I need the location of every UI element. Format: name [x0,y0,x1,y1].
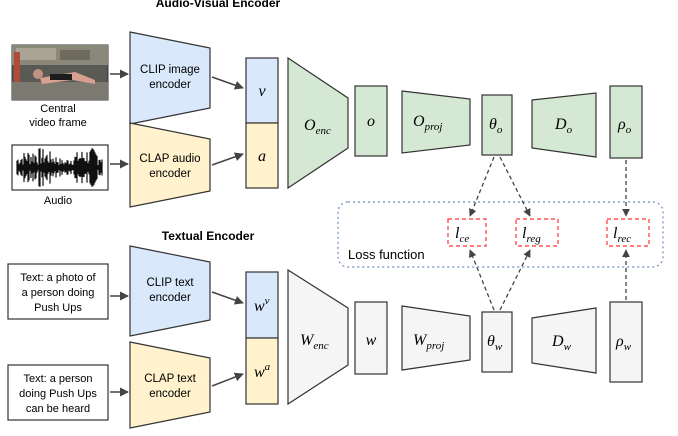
embedding-v-box [245,57,279,124]
latent-w-box [354,301,388,375]
av-projection-label: Oproj [413,113,443,133]
clap-text-encoder-label-1: CLAP text [144,373,196,385]
embedding-wa-label: wa [254,361,271,381]
theta-o-box [481,94,513,156]
text-input-box-1 [7,263,109,320]
clap-text-encoder-shape [129,341,211,429]
latent-w-label: w [366,332,377,349]
text-input-2-line1: Text: a person [23,373,92,385]
title-audio-visual-encoder: Audio-Visual Encoder [156,0,281,10]
rho-o-label: ρo [617,116,632,136]
arrow-theta-w-to-lreg [499,249,531,311]
rho-w-box [609,301,643,383]
video-caption-line2: video frame [29,117,86,129]
arrow-claptext-to-wa [211,372,244,387]
arrow-cliptext-to-wv [211,291,244,305]
av-encoder-shape [287,56,349,190]
embedding-wa-box [245,337,279,405]
text-input-2-line2: doing Push Ups [19,388,97,400]
embedding-v-label: v [258,83,266,100]
audio-caption: Audio [44,195,72,207]
arrow-clip-to-v [211,76,244,90]
video-frame-image [11,44,109,101]
loss-ce-box [447,218,487,247]
text-projection-label: Wproj [413,332,444,352]
loss-function-label: Loss function [348,247,425,262]
text-decoder-shape [531,307,597,374]
theta-w-box [481,311,513,373]
loss-rec-label: lrec [613,225,631,245]
arrow-theta-o-to-lreg [499,156,531,217]
theta-w-label: θw [487,333,503,353]
av-decoder-shape [531,92,597,158]
text-input-1-line2: a person doing [22,287,95,299]
rho-w-label: ρw [615,333,632,353]
text-encoder-shape [287,268,349,406]
theta-o-label: θo [489,116,503,136]
arrow-clap-to-a [211,152,244,166]
embedding-wv-label: wv [254,295,270,315]
clap-audio-encoder-shape [129,122,211,208]
clip-text-encoder-label-2: encoder [149,292,191,304]
text-decoder-label: Dw [551,333,572,353]
loss-ce-label: lce [455,225,469,245]
clip-text-encoder-shape [129,245,211,337]
clap-text-encoder-label-2: encoder [149,388,191,400]
clip-text-encoder-label-1: CLIP text [146,277,194,289]
audio-waveform-image [11,144,109,191]
av-projection-shape [401,90,471,154]
arrow-theta-w-to-lce [468,249,495,311]
loss-reg-label: lreg [522,225,541,245]
clip-image-encoder-shape [129,31,211,125]
title-textual-encoder: Textual Encoder [162,229,255,243]
text-input-box-2 [7,364,109,421]
clap-audio-encoder-label-1: CLAP audio [139,153,200,165]
text-encoder-label: Wenc [300,332,329,352]
av-decoder-label: Do [554,116,573,136]
clap-audio-encoder-label-2: encoder [149,168,191,180]
rho-o-box [609,85,643,159]
latent-o-label: o [367,113,375,130]
video-caption-line1: Central [40,103,75,115]
embedding-a-label: a [258,148,266,165]
loss-reg-box [515,218,559,247]
clip-image-encoder-label-2: encoder [149,79,191,91]
text-projection-shape [401,305,471,371]
embedding-a-box [245,122,279,189]
latent-o-box [354,85,388,157]
clip-image-encoder-label-1: CLIP image [140,64,200,76]
text-input-2-line3: can be heard [26,403,90,415]
loss-rec-box [606,218,650,247]
av-encoder-label: Oenc [304,117,331,137]
arrow-theta-o-to-lce [469,156,495,217]
text-input-1-line1: Text: a photo of [20,272,96,284]
text-input-1-line3: Push Ups [34,302,82,314]
